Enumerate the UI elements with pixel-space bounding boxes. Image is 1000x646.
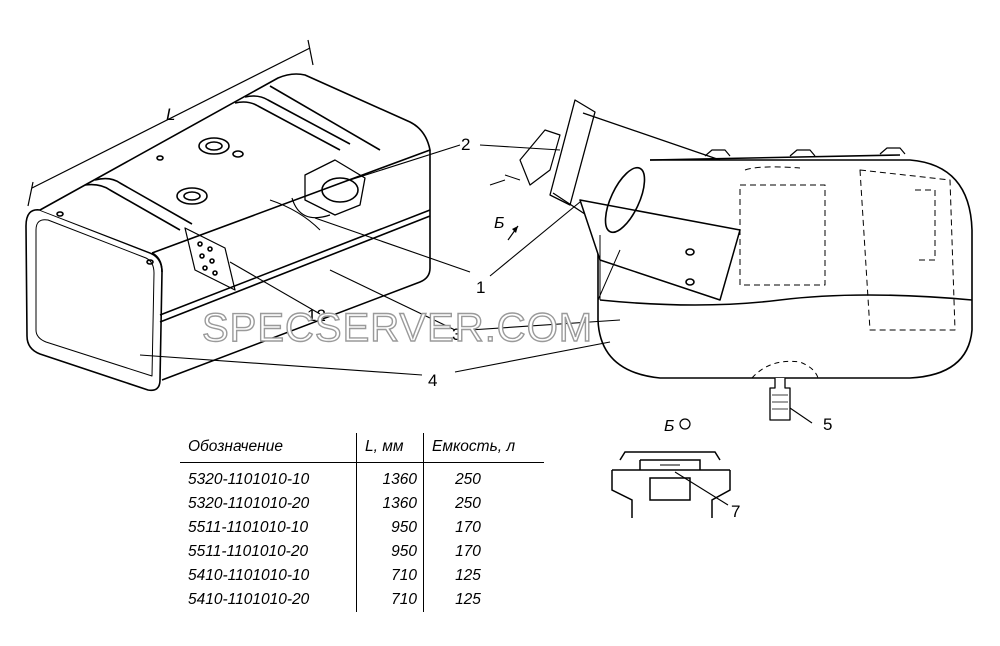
tank-section-view <box>489 99 973 421</box>
header-designation: Обозначение <box>180 433 357 463</box>
cell-designation: 5410-1101010-10 <box>180 564 357 588</box>
callout-7: 7 <box>731 502 740 521</box>
cell-designation: 5320-1101010-10 <box>180 462 357 492</box>
cell-length: 1360 <box>356 462 424 492</box>
table-row: 5320-1101010-10 1360 250 <box>180 462 544 492</box>
callout-1: 1 <box>476 278 485 297</box>
callout-3: 3 <box>452 325 461 344</box>
table-row: 5410-1101010-10 710 125 <box>180 564 544 588</box>
leader-lines <box>139 144 813 506</box>
cell-length: 710 <box>356 564 424 588</box>
table-row: 5511-1101010-10 950 170 <box>180 516 544 540</box>
tank-isometric-view <box>25 39 431 392</box>
cell-designation: 5410-1101010-20 <box>180 588 357 612</box>
header-length: L, мм <box>356 433 424 463</box>
view-arrow-label: Б <box>494 215 504 232</box>
cell-capacity: 250 <box>455 495 481 512</box>
header-capacity: Емкость, л <box>423 433 544 463</box>
detail-view-b <box>611 451 731 518</box>
cell-length: 950 <box>356 516 424 540</box>
cell-length: 1360 <box>356 492 424 516</box>
cell-capacity: 125 <box>455 591 481 608</box>
dimension-l-label: L <box>166 105 175 124</box>
view-detail-label: Б <box>664 418 674 435</box>
callout-2: 2 <box>461 135 470 154</box>
cell-capacity: 125 <box>455 567 481 584</box>
table-row: 5410-1101010-20 710 125 <box>180 588 544 612</box>
specification-table: Обозначение L, мм Емкость, л 5320-110101… <box>180 433 544 612</box>
table-row: 5320-1101010-20 1360 250 <box>180 492 544 516</box>
callout-4: 4 <box>428 371 437 390</box>
table-header-row: Обозначение L, мм Емкость, л <box>180 433 544 463</box>
cell-designation: 5511-1101010-10 <box>180 516 357 540</box>
view-detail-circle-icon <box>679 418 691 430</box>
cell-length: 950 <box>356 540 424 564</box>
watermark-text: SPECSERVER.COM <box>202 306 593 350</box>
cell-capacity: 170 <box>455 519 481 536</box>
cell-length: 710 <box>356 588 424 612</box>
callout-12: 12 <box>307 306 326 325</box>
cell-capacity: 250 <box>455 471 481 488</box>
table-row: 5511-1101010-20 950 170 <box>180 540 544 564</box>
callout-5: 5 <box>823 415 832 434</box>
cell-designation: 5511-1101010-20 <box>180 540 357 564</box>
cell-designation: 5320-1101010-20 <box>180 492 357 516</box>
cell-capacity: 170 <box>455 543 481 560</box>
